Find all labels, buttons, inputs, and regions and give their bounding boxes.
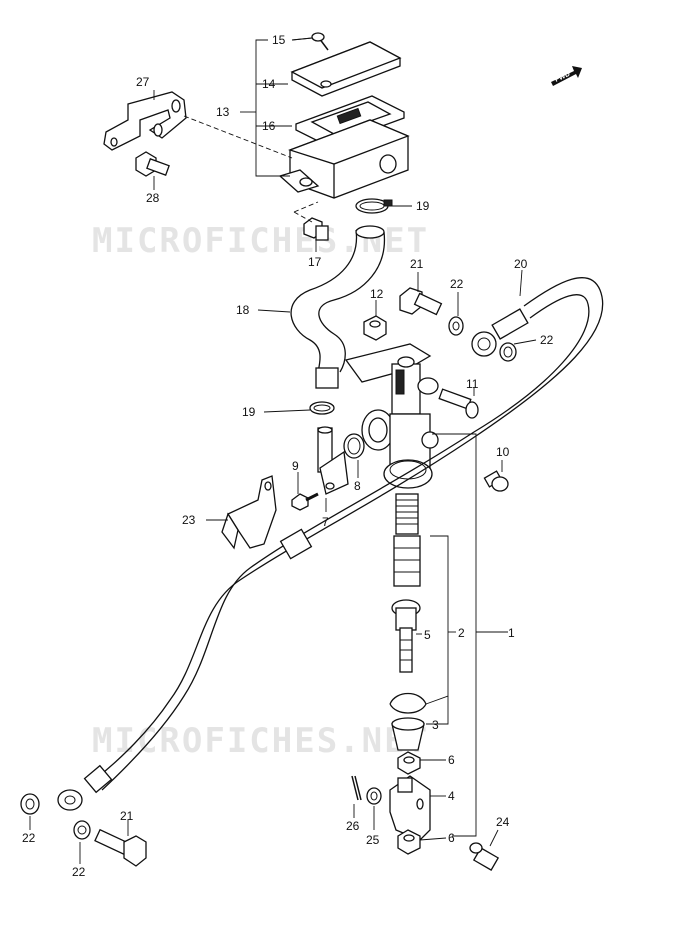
fwd-badge-text: FWD [554,71,571,84]
mount-bolt-lower [483,470,509,492]
hose-clamp-upper [355,198,393,214]
master-cylinder-body [344,343,439,489]
label-part-9: 9 [292,459,299,473]
label-part-22-lower-mid: 22 [72,865,86,879]
label-part-17: 17 [308,255,322,269]
hose-clamp-lower [309,401,335,415]
label-part-19-upper: 19 [416,199,430,213]
reservoir-body [278,119,410,199]
label-part-6-lower: 6 [448,831,455,845]
label-part-10: 10 [496,445,510,459]
label-part-13: 13 [216,105,230,119]
label-part-27: 27 [136,75,150,89]
clevis [389,775,431,841]
label-part-22-right: 22 [540,333,554,347]
hose-connector [317,426,349,495]
label-part-14: 14 [262,77,276,91]
reservoir-diaphragm [295,95,405,147]
lock-nut-lower [397,829,421,855]
circlip [389,692,427,714]
watermark-bottom: MICROFICHES.NET [92,721,429,761]
union-bolt-lower [94,828,147,867]
label-part-23: 23 [182,513,196,527]
bracket-bolt [135,151,170,177]
label-part-15: 15 [272,33,286,47]
reservoir-mount-bolt [303,217,329,241]
label-part-11: 11 [466,377,479,391]
label-part-18: 18 [236,303,250,317]
label-part-8: 8 [354,479,361,493]
connector-screw [291,492,319,511]
label-part-1: 1 [508,626,515,640]
label-part-2: 2 [458,626,465,640]
label-part-21-upper: 21 [410,257,424,271]
reservoir-hose [290,225,386,389]
label-part-12: 12 [370,287,384,301]
mount-bolt [438,388,479,419]
label-part-16: 16 [262,119,276,133]
label-part-21-lower: 21 [120,809,134,823]
label-part-22-lower-left: 22 [22,831,36,845]
union-bolt-upper [399,287,443,316]
label-part-4: 4 [448,789,455,803]
brake-hose [57,276,604,811]
label-part-24: 24 [496,815,510,829]
reservoir-bracket [103,91,187,151]
union-nut [363,315,387,341]
label-part-7: 7 [322,515,329,529]
reservoir-cap [290,41,402,97]
label-part-22-upper: 22 [450,277,464,291]
hose-guide-bracket [221,475,277,550]
clevis-pin [469,842,500,871]
reservoir-cap-screw [311,32,329,51]
push-rod [391,599,421,673]
label-part-6-upper: 6 [448,753,455,767]
label-part-19-lower: 19 [242,405,256,419]
dust-boot [391,717,425,751]
piston-spring [393,493,421,587]
label-part-26: 26 [346,819,360,833]
label-part-25: 25 [366,833,380,847]
fwd-arrow-icon: FWD [551,66,582,86]
label-part-28: 28 [146,191,160,205]
label-part-3: 3 [432,718,439,732]
lock-nut-upper [397,751,421,775]
label-part-20: 20 [514,257,528,271]
cotter-pin [351,775,362,801]
label-part-5: 5 [424,628,431,642]
